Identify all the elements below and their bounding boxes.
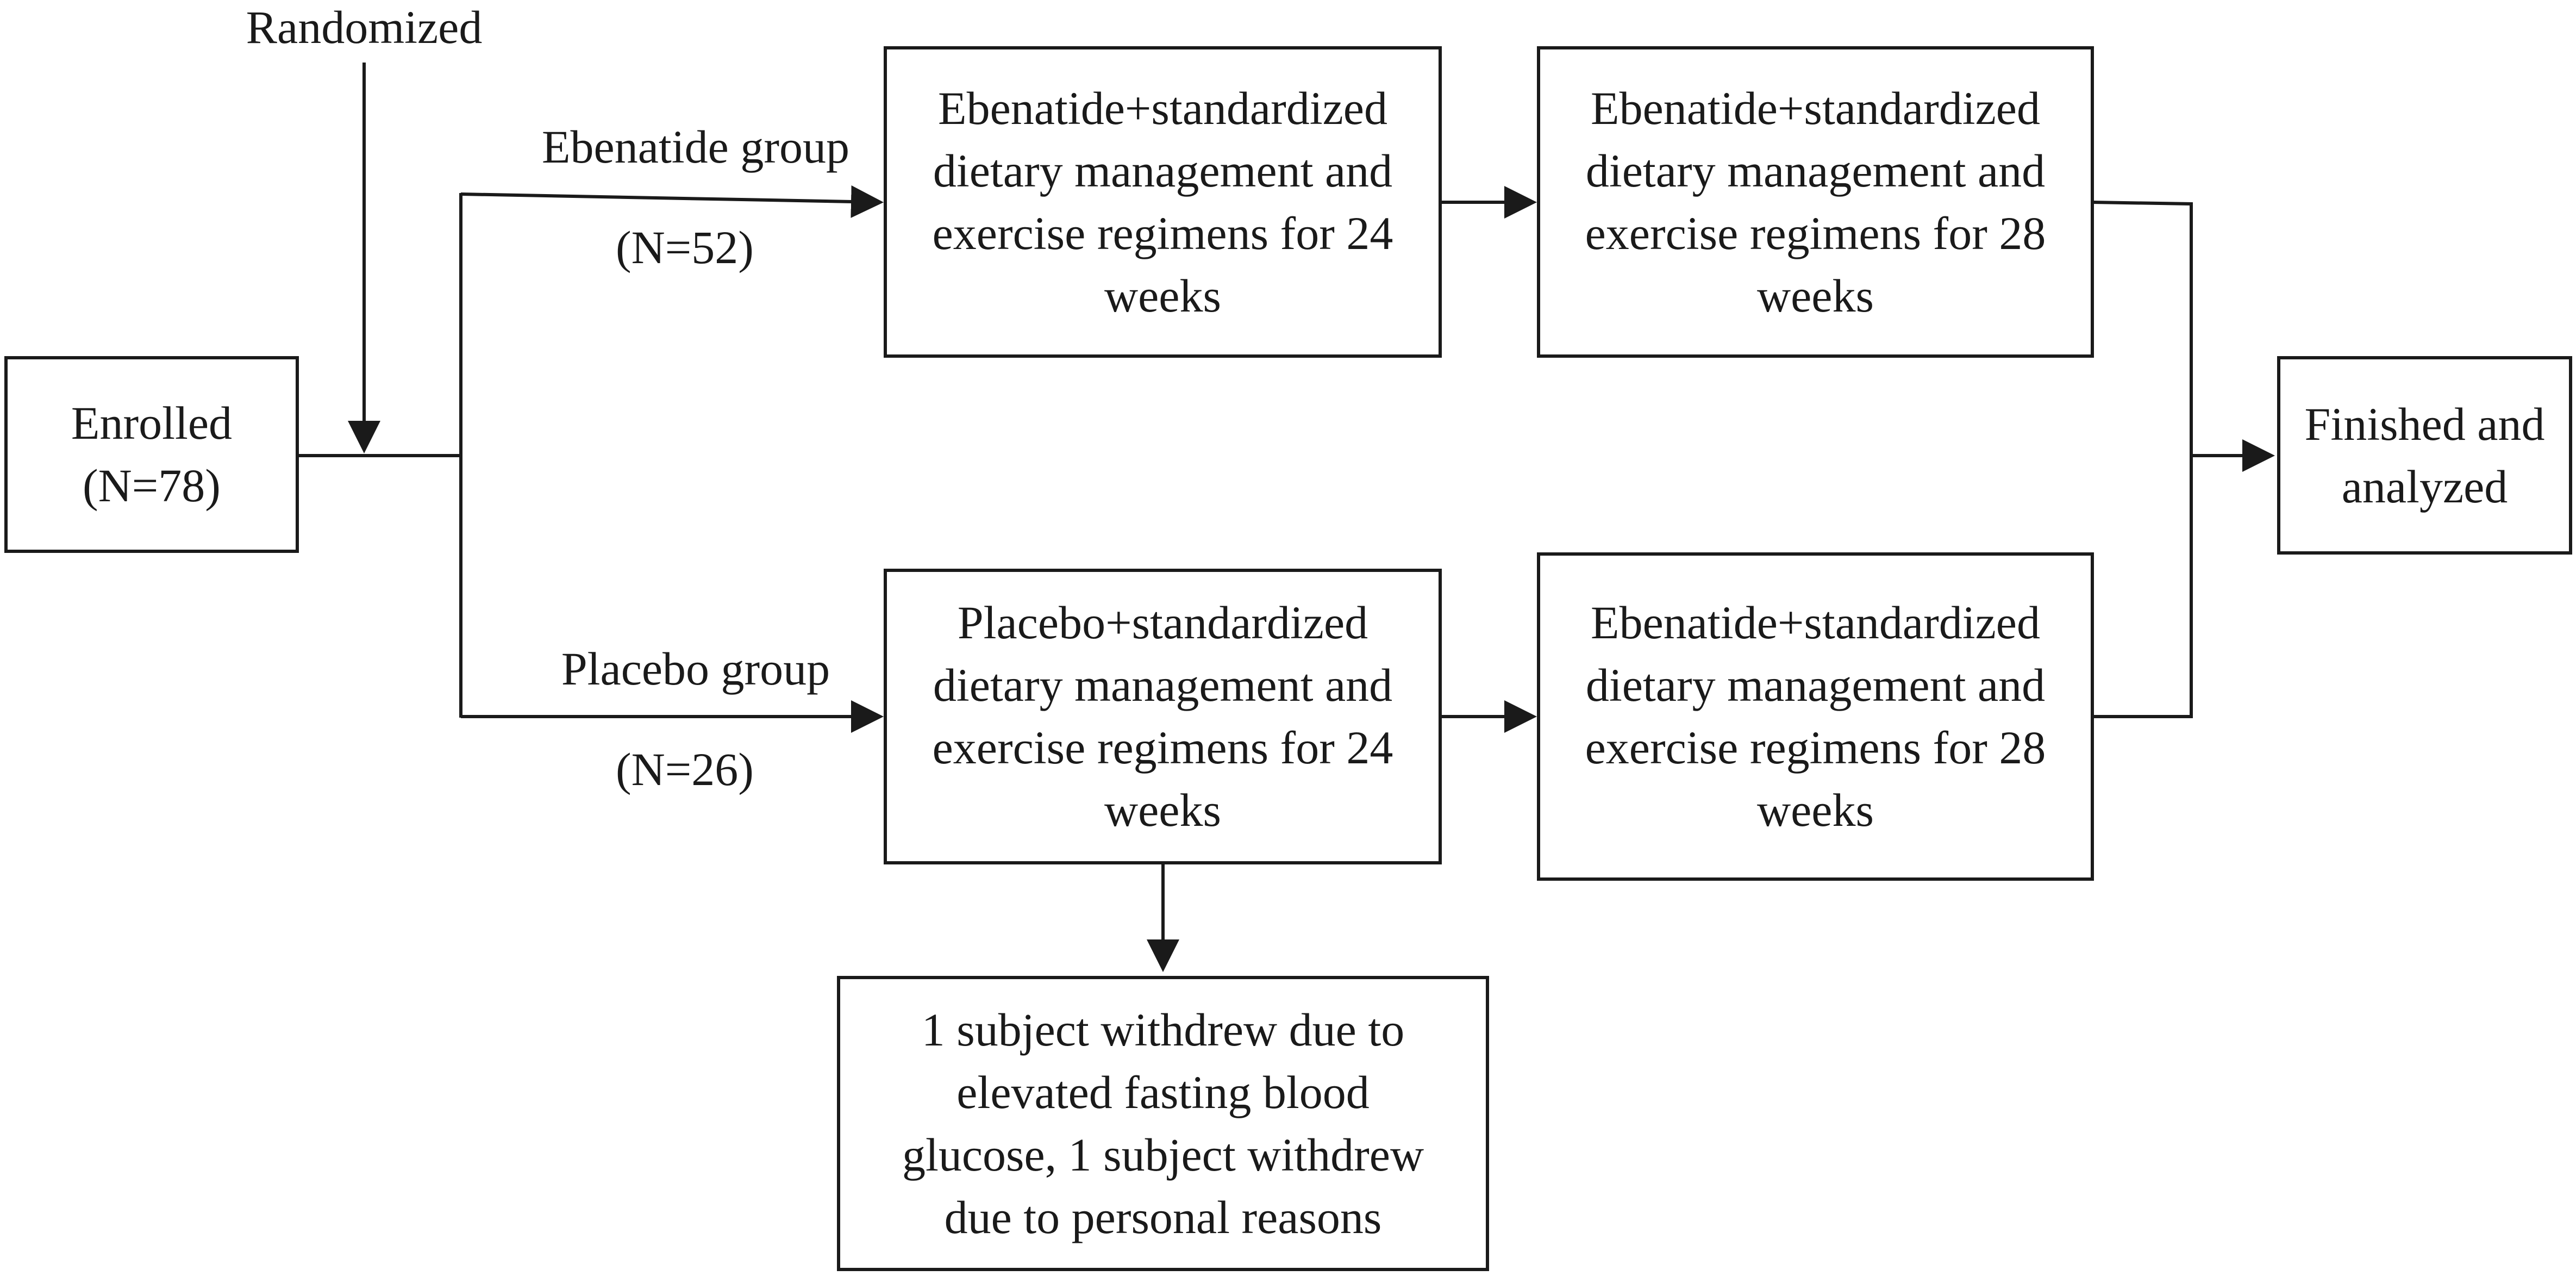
ebenatide-phase2-line-2: dietary management and <box>1585 144 2046 197</box>
ebenatide-phase2-line-1: Ebenatide+standardized <box>1591 82 2040 134</box>
enrolled-box: Enrolled (N=78) <box>4 356 299 553</box>
finished-box: Finished and analyzed <box>2277 356 2572 555</box>
ebenatide-phase2-box: Ebenatide+standardized dietary managemen… <box>1537 46 2094 358</box>
ebenatide-phase1-box: Ebenatide+standardized dietary managemen… <box>884 46 1442 358</box>
withdrawal-line-3: glucose, 1 subject withdrew <box>902 1128 1424 1181</box>
ebenatide-branch-arrow <box>460 185 884 218</box>
placebo-phase1-line-3: exercise regimens for 24 <box>932 721 1393 774</box>
ebenatide-phase1-line-3: exercise regimens for 24 <box>932 207 1393 259</box>
placebo-phase2-box: Ebenatide+standardized dietary managemen… <box>1537 552 2094 881</box>
placebo-phase2-line-3: exercise regimens for 28 <box>1585 721 2046 774</box>
withdrawal-line-2: elevated fasting blood <box>956 1066 1370 1118</box>
ebenatide-phase2-line-4: weeks <box>1757 269 1874 322</box>
randomized-label: Randomized <box>246 1 483 53</box>
placebo-phase2-line-1: Ebenatide+standardized <box>1591 596 2040 649</box>
ebenatide-phase1-line-2: dietary management and <box>933 144 1393 197</box>
ebenatide-merge-line <box>2092 201 2193 718</box>
ebenatide-phase2-line-3: exercise regimens for 28 <box>1585 207 2046 259</box>
finished-line-2: analyzed <box>2341 460 2508 513</box>
withdrawal-box: 1 subject withdrew due to elevated fasti… <box>837 976 1489 1271</box>
withdrawal-line-1: 1 subject withdrew due to <box>921 1003 1405 1056</box>
placebo-phase2-line-2: dietary management and <box>1585 659 2046 711</box>
enrolled-line-2: (N=78) <box>83 459 221 512</box>
placebo-phase1-box: Placebo+standardized dietary management … <box>884 569 1442 864</box>
enrolled-line-1: Enrolled <box>71 397 233 449</box>
placebo-phase1-line-4: weeks <box>1104 784 1221 836</box>
ebenatide-n-label: (N=52) <box>616 221 754 273</box>
placebo-n-label: (N=26) <box>616 743 754 795</box>
placebo-phase1-line-1: Placebo+standardized <box>957 596 1368 649</box>
placebo-phase2-line-4: weeks <box>1757 784 1874 836</box>
finished-line-1: Finished and <box>2304 397 2545 450</box>
placebo-phase1-line-2: dietary management and <box>933 659 1393 711</box>
placebo-group-label: Placebo group <box>561 643 830 695</box>
withdrawal-line-4: due to personal reasons <box>944 1191 1382 1243</box>
ebenatide-phase1-line-4: weeks <box>1104 269 1221 322</box>
ebenatide-group-label: Ebenatide group <box>542 121 849 173</box>
ebenatide-phase1-line-1: Ebenatide+standardized <box>938 82 1387 134</box>
